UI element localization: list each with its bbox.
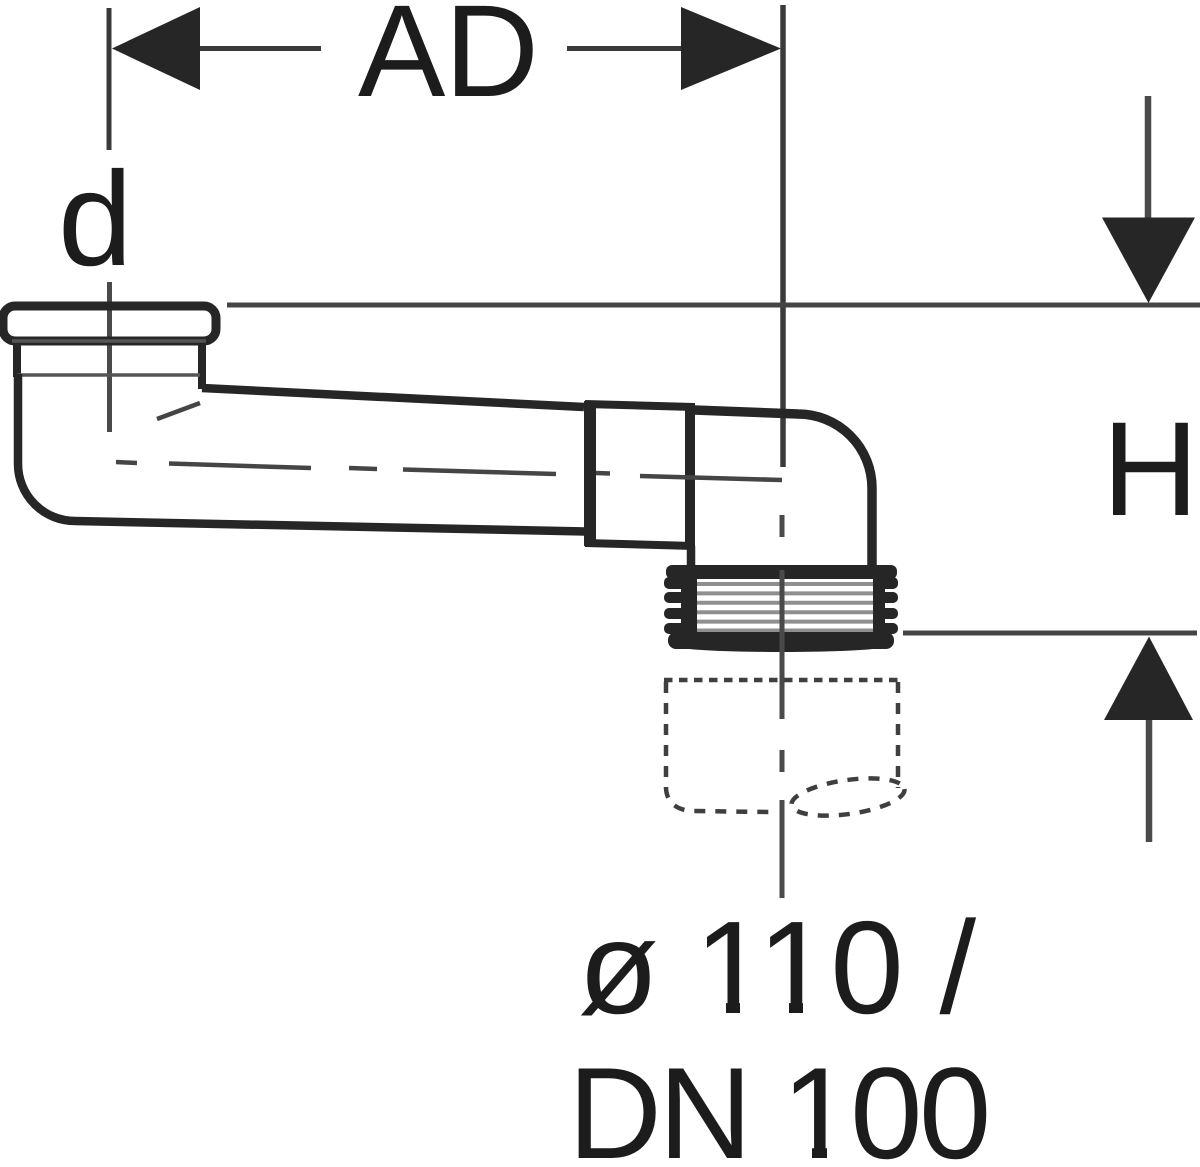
- svg-text:AD: AD: [358, 0, 538, 124]
- svg-text:DN 100: DN 100: [568, 1040, 988, 1167]
- svg-text:ø 110 /: ø 110 /: [578, 894, 976, 1041]
- svg-text:H: H: [1102, 395, 1199, 544]
- svg-text:d: d: [58, 145, 133, 294]
